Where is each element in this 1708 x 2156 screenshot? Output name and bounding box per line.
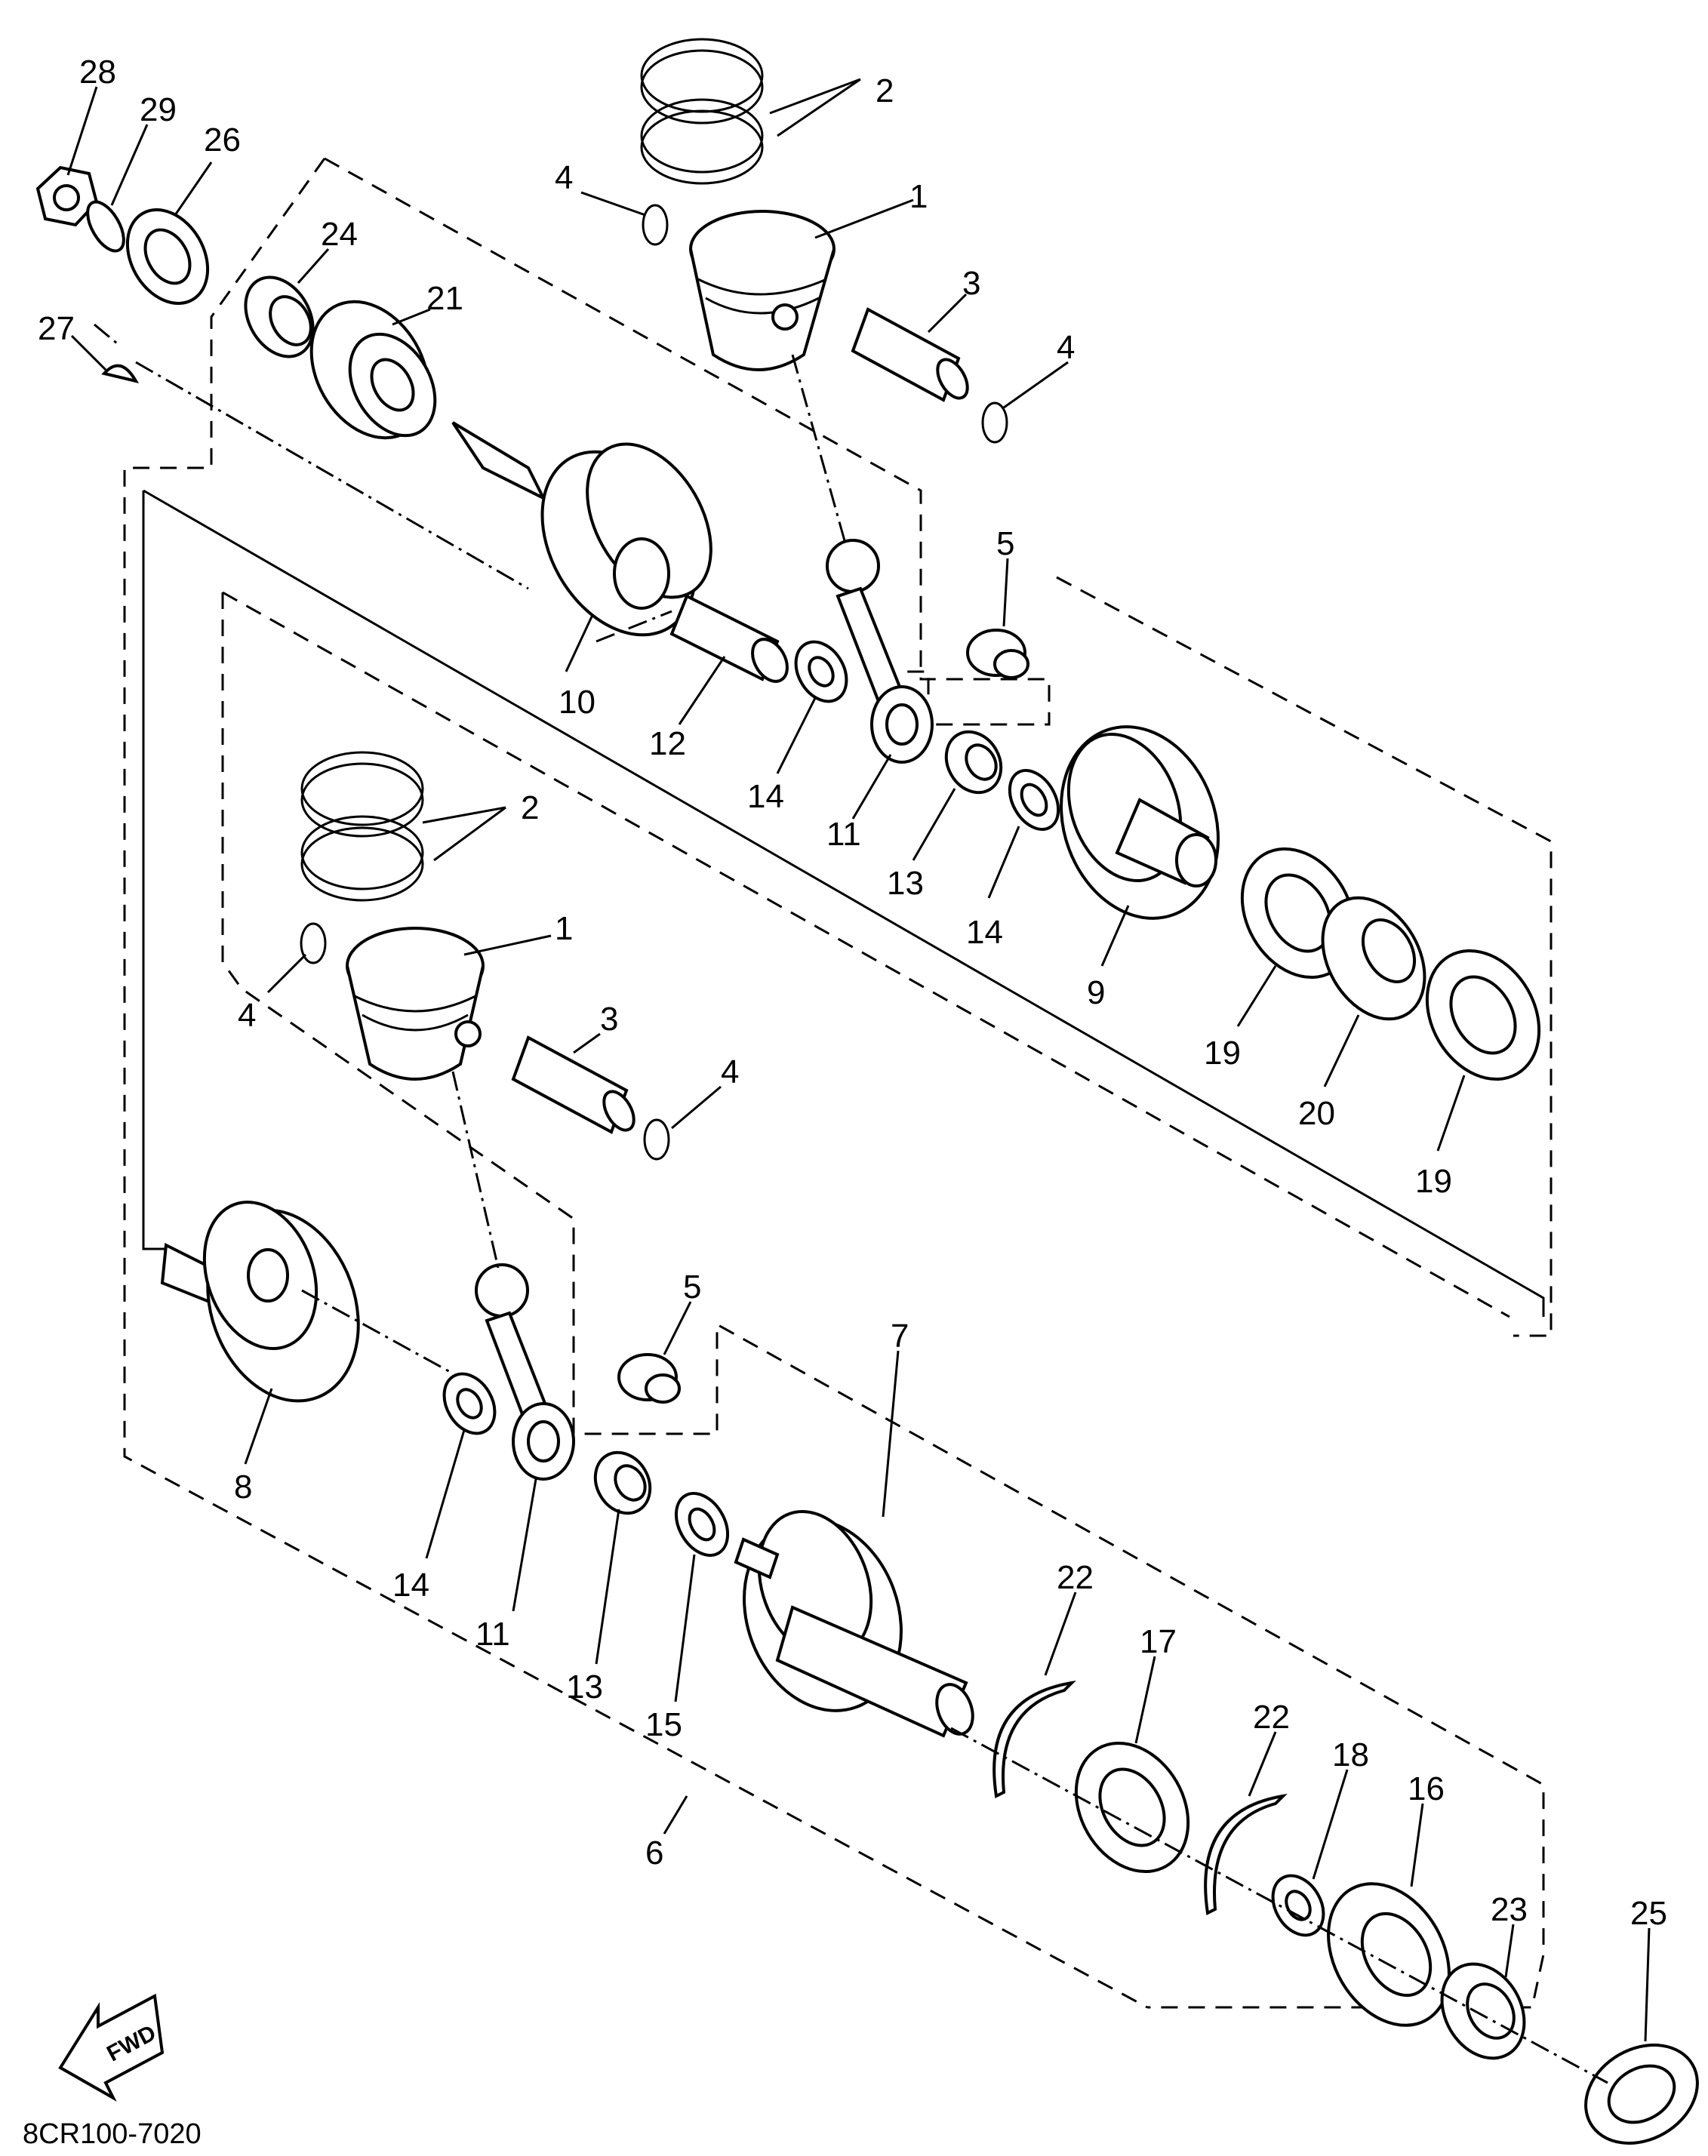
oil-seal-26: [125, 208, 210, 305]
connecting-rod-lower: [475, 1263, 575, 1481]
bearing-21: [309, 300, 437, 440]
callout-19-a: 19: [1204, 1035, 1241, 1072]
washer-14-lower: [442, 1372, 497, 1435]
callout-18: 18: [1332, 1736, 1369, 1773]
callout-labels: 28 29 26 2 4 1 24 21 3 27 4 5 10 12 14 1…: [38, 54, 1667, 1932]
bearing-19-b: [1425, 949, 1541, 1081]
callout-2-upper: 2: [876, 72, 894, 109]
callout-24: 24: [321, 216, 358, 253]
callout-21: 21: [426, 280, 463, 317]
woodruff-key-27: [101, 364, 140, 384]
callout-8: 8: [234, 1469, 252, 1506]
needle-bearing-5-lower: [617, 1353, 681, 1404]
callout-11-lower: 11: [475, 1616, 510, 1653]
callout-15: 15: [645, 1706, 682, 1743]
callout-1-upper: 1: [909, 178, 928, 215]
crank-axis-upper: [94, 323, 672, 643]
callout-22-a: 22: [1057, 1559, 1094, 1596]
callout-4-lower-left: 4: [238, 997, 256, 1034]
crank-axis-lower: [301, 1289, 1608, 2084]
oil-seal-25: [1584, 2044, 1699, 2145]
callout-20: 20: [1298, 1095, 1335, 1132]
circlip-22-b: [1204, 1793, 1288, 1916]
crankshaft-frame-line: [142, 489, 1545, 1317]
callout-6: 6: [645, 1835, 663, 1872]
callout-2-lower: 2: [521, 789, 539, 826]
callout-25: 25: [1630, 1895, 1667, 1932]
callout-27: 27: [38, 310, 75, 347]
callout-14-right: 14: [966, 914, 1003, 951]
conrod-axis-upper: [791, 354, 847, 544]
callout-3-upper: 3: [962, 265, 980, 302]
middle-group-top-outline: [222, 591, 1510, 1318]
upper-left-outline: [123, 158, 1148, 2009]
callout-3-lower: 3: [600, 1001, 618, 1038]
washer-29: [86, 200, 125, 253]
bearing-13-lower: [593, 1450, 652, 1515]
washer-18: [1271, 1874, 1325, 1937]
piston-rings-lower: [300, 751, 424, 902]
callout-28: 28: [79, 54, 116, 91]
callout-22-b: 22: [1253, 1699, 1290, 1736]
callout-13-upper: 13: [887, 865, 924, 902]
callout-4-lower-right: 4: [721, 1053, 739, 1090]
washer-15: [674, 1492, 730, 1557]
diagram-code: 8CR100-7020: [23, 2118, 202, 2150]
piston-pin-lower: [511, 1035, 635, 1134]
washer-14-right: [1008, 769, 1060, 831]
callout-13-lower: 13: [566, 1669, 603, 1705]
bearing-17: [1074, 1741, 1190, 1874]
callout-16: 16: [1408, 1770, 1445, 1807]
labyrinth-seal-20: [1321, 896, 1426, 1021]
crank-web-8: [160, 1201, 360, 1403]
washer-14-upper: [794, 640, 848, 703]
right-web-outline: [1056, 576, 1553, 1337]
callout-17: 17: [1140, 1623, 1177, 1660]
callout-19-b: 19: [1415, 1163, 1452, 1200]
crank-web-7: [734, 1510, 974, 1738]
callout-26: 26: [204, 121, 241, 158]
needle-bearing-5-upper: [966, 629, 1029, 679]
piston-lower: [346, 927, 485, 1081]
piston-pin-upper: [851, 307, 969, 402]
circlip-4-upper-left: [642, 204, 669, 246]
callout-1-lower: 1: [555, 910, 573, 947]
circlip-22-a: [992, 1680, 1076, 1799]
callout-9: 9: [1087, 974, 1105, 1011]
callout-11-upper: 11: [826, 816, 861, 853]
crank-web-9: [1060, 725, 1220, 920]
conrod-axis-lower: [451, 1071, 500, 1269]
callout-14-lower: 14: [392, 1567, 429, 1604]
callout-14-upper: 14: [747, 778, 784, 815]
callout-23: 23: [1491, 1891, 1528, 1928]
forward-direction-arrow: FWD: [58, 1993, 165, 2102]
bearing-16: [1327, 1882, 1451, 2027]
upper-crank-assembly-outline: [324, 157, 1051, 726]
circlip-4-lower-right: [643, 1118, 670, 1161]
callout-10: 10: [559, 684, 595, 721]
callout-4-upper-right: 4: [1057, 329, 1075, 366]
circlip-4-lower-left: [300, 922, 327, 964]
collar-23: [1440, 1962, 1526, 2060]
callout-12: 12: [649, 725, 686, 762]
collar-24: [244, 275, 315, 358]
circlip-4-upper-right: [981, 401, 1008, 444]
callout-5-lower: 5: [683, 1269, 701, 1306]
crank-pin-12: [669, 594, 789, 683]
crank-web-10: [451, 421, 712, 637]
piston-upper: [689, 210, 836, 371]
leader-lines: [66, 78, 1651, 2042]
middle-group-outline: [221, 592, 1545, 2009]
callout-7: 7: [891, 1318, 909, 1355]
connecting-rod-upper: [826, 539, 934, 764]
callout-5-upper: 5: [996, 525, 1014, 562]
bearing-13-upper: [944, 730, 1003, 795]
callout-4-upper-left: 4: [555, 159, 573, 196]
piston-rings-upper: [640, 38, 764, 185]
callout-29: 29: [140, 91, 177, 128]
